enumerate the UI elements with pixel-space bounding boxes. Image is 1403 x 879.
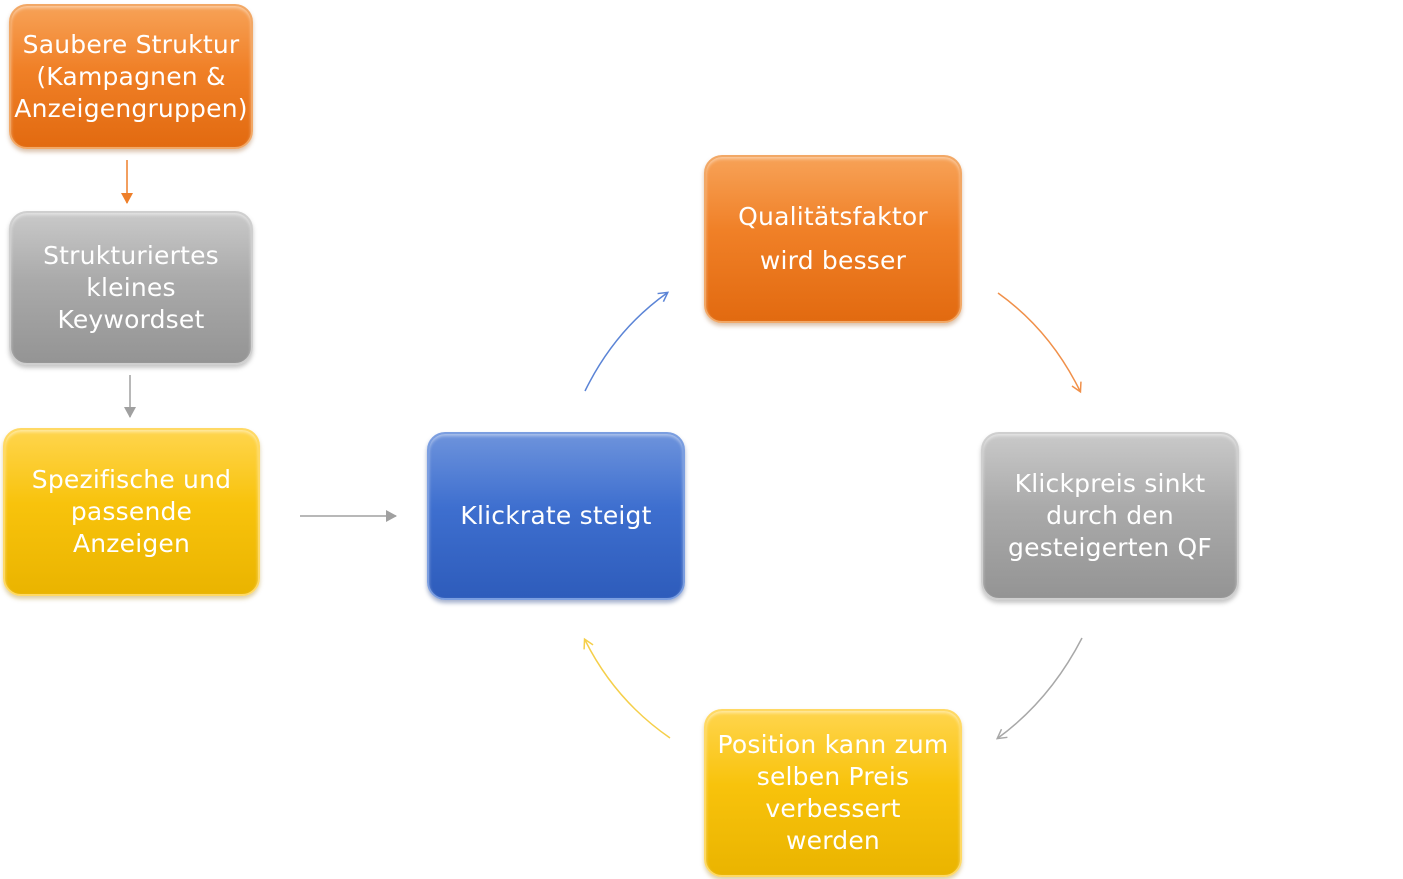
node-klickrate-label: Klickrate steigt — [460, 501, 652, 530]
arrow-position-to-klickrate — [583, 637, 671, 739]
node-klickpreis-label: Klickpreis sinkt durch den gesteigerten … — [1008, 469, 1212, 562]
arrow-qualitaetsfaktor-to-klickpreis — [997, 292, 1082, 394]
arrow-klickpreis-to-position — [995, 637, 1083, 740]
node-position-label: Position kann zum selben Preis verbesser… — [717, 730, 949, 855]
node-keywordset: Strukturiertes kleines Keywordset — [9, 211, 253, 365]
node-anzeigen-label: Spezifische und passende Anzeigen — [31, 465, 232, 558]
node-position: Position kann zum selben Preis verbesser… — [704, 709, 962, 877]
node-saubere-struktur: Saubere Struktur (Kampagnen & Anzeigengr… — [9, 4, 253, 149]
node-qualitaetsfaktor-label: Qualitätsfaktor wird besser — [738, 202, 928, 275]
arrow-klickrate-to-qualitaetsfaktor — [584, 291, 670, 392]
node-saubere-struktur-label: Saubere Struktur (Kampagnen & Anzeigengr… — [14, 29, 248, 123]
node-klickpreis: Klickpreis sinkt durch den gesteigerten … — [981, 432, 1239, 600]
node-klickrate: Klickrate steigt — [427, 432, 685, 600]
node-anzeigen: Spezifische und passende Anzeigen — [3, 428, 260, 596]
node-keywordset-label: Strukturiertes kleines Keywordset — [43, 241, 219, 334]
node-qualitaetsfaktor: Qualitätsfaktor wird besser — [704, 155, 962, 323]
